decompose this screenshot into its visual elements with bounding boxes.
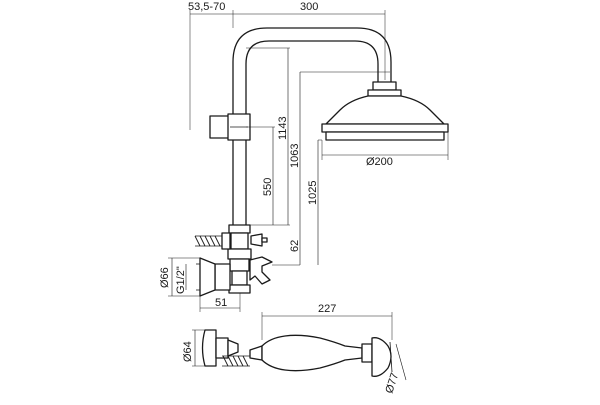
dim-total-height: 1143 [277, 116, 289, 140]
dim-valve-offset: 62 [289, 240, 301, 252]
dim-flange-diameter: Ø66 [159, 267, 171, 288]
wall-holder [201, 329, 239, 367]
dimension-lines [168, 10, 449, 381]
dim-holder-diameter: Ø64 [182, 341, 194, 362]
upper-hose-connector [194, 232, 231, 250]
riser-pipe [232, 27, 392, 226]
dim-handshower-length: 227 [318, 303, 336, 315]
dim-shower-head-diameter: Ø200 [366, 156, 393, 168]
slide-holder [209, 113, 251, 141]
dim-bracket-offset: 53,5-70 [188, 1, 225, 13]
mixing-valve [196, 256, 273, 297]
dim-wall-depth: 51 [215, 297, 227, 309]
dim-arm-reach: 300 [300, 1, 318, 13]
upper-valve [227, 224, 268, 260]
dim-handshower-head-diameter: Ø77 [383, 371, 401, 394]
dim-head-clearance: 1025 [307, 181, 319, 205]
dim-head-height: 1063 [289, 144, 301, 168]
dim-slide-height: 550 [262, 178, 274, 196]
hose [222, 355, 250, 367]
shower-head [321, 81, 449, 141]
dim-inlet-thread: G1/2" [175, 266, 187, 294]
hand-shower [249, 334, 393, 377]
